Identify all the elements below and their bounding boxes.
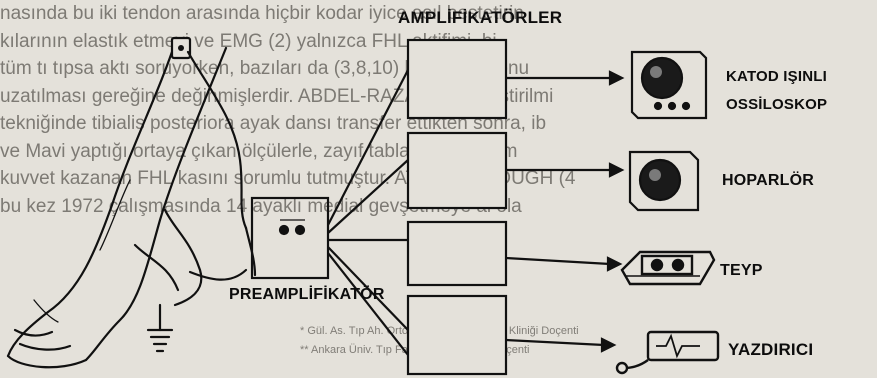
tape-label: TEYP <box>720 262 763 280</box>
printer-label: YAZDIRICI <box>728 340 813 360</box>
output-arrows <box>506 72 622 351</box>
speaker-label: HOPARLÖR <box>722 172 814 190</box>
amplifier-boxes <box>408 40 506 374</box>
amplifiers-label: AMPLİFİKATÖRLER <box>398 8 562 28</box>
oscilloscope-label-line2: OSSİLOSKOP <box>726 96 827 113</box>
speaker-icon <box>630 152 698 210</box>
leg-illustration <box>8 38 255 367</box>
signal-lines <box>328 70 408 355</box>
tape-recorder-icon <box>622 252 714 284</box>
oscilloscope-label-line1: KATOD IŞINLI <box>726 68 827 85</box>
preamplifier-label: PREAMPLİFİKATÖR <box>229 286 385 304</box>
printer-icon <box>617 332 718 373</box>
oscilloscope-icon <box>632 52 706 118</box>
preamplifier-box <box>252 198 328 278</box>
